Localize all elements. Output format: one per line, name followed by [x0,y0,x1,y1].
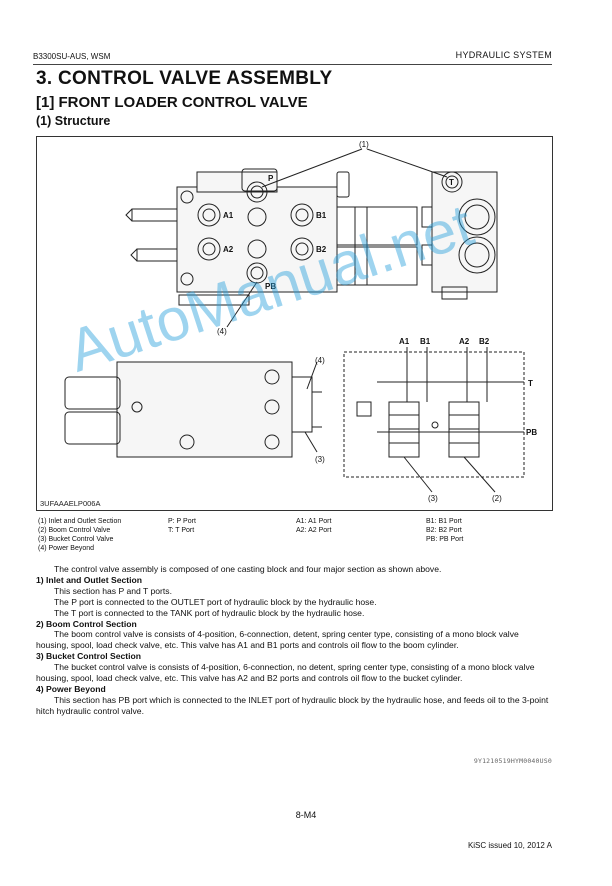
bucket-paragraph: The bucket control valve is consists of … [36,662,535,684]
schem-A2: A2 [459,337,470,346]
port-label-T: T [449,178,454,187]
manual-code: B3300SU-AUS, WSM [33,52,111,61]
inlet-outlet-line-1: This section has P and T ports. [54,585,172,596]
port-label-PB: PB [265,282,276,291]
boom-paragraph: The boom control valve is consists of 4-… [36,629,519,651]
legend-item-3: (3) Bucket Control Valve [38,536,114,543]
callout-2-schem: (2) [492,494,502,503]
schem-B2: B2 [479,337,490,346]
legend-A2: A2: A2 Port [296,527,332,534]
figure-id: 3UFAAAELP006A [40,499,101,508]
side-view: (4) (3) [64,356,325,464]
page-title: 3. CONTROL VALVE ASSEMBLY [36,68,333,89]
legend-B2: B2: B2 Port [426,527,462,534]
header-rule [33,64,552,65]
callout-4-top: (4) [217,327,227,336]
schem-B1: B1 [420,337,431,346]
legend-T: T: T Port [168,527,195,534]
section-name: HYDRAULIC SYSTEM [455,50,552,60]
legend-item-4: (4) Power Beyond [38,545,95,552]
port-label-P: P [268,174,274,183]
legend-P: P: P Port [168,518,196,525]
schematic-lines: A1 B1 A2 B2 T PB (3) (2) [356,337,537,503]
top-view: (1) (4) P T A1 B1 A2 B2 PB [125,140,498,336]
bucket-heading: 3) Bucket Control Section [36,651,142,662]
schem-T: T [528,379,533,388]
valve-drawing: (1) (4) P T A1 B1 A2 B2 PB (4) (3) [64,140,537,503]
callout-3-side: (3) [315,455,325,464]
footer-issue: KiSC issued 10, 2012 A [467,841,552,850]
structure-figure: (1) (4) P T A1 B1 A2 B2 PB (4) (3) [36,136,553,511]
power-beyond-paragraph: This section has PB port which is connec… [36,694,549,716]
hydraulic-schematic [343,351,525,478]
port-label-A2: A2 [223,245,234,254]
schem-A1: A1 [399,337,410,346]
schem-PB: PB [526,428,537,437]
callout-1-top: (1) [359,140,369,149]
page-number: 8-M4 [295,810,317,820]
port-label-B1: B1 [316,211,327,220]
port-label-B2: B2 [316,245,327,254]
page-header: B3300SU-AUS, WSM HYDRAULIC SYSTEM [33,50,552,64]
port-label-A1: A1 [223,211,234,220]
description-text: The control valve assembly is composed o… [36,564,552,717]
power-beyond-heading: 4) Power Beyond [36,683,106,694]
boom-heading: 2) Boom Control Section [36,618,137,629]
callout-4-side: (4) [315,356,325,365]
callout-3-schem: (3) [428,494,438,503]
legend-PB: PB: PB Port [426,536,464,543]
legend-item-1: (1) Inlet and Outlet Section [38,518,122,525]
legend-A1: A1: A1 Port [296,518,332,525]
legend-item-2: (2) Boom Control Valve [38,527,111,534]
legend-B1: B1: B1 Port [426,518,462,525]
reference-code: 9Y1210519HYM0040US0 [473,757,552,765]
inlet-outlet-line-2: The P port is connected to the OUTLET po… [54,596,377,607]
subsection-title: (1) Structure [36,114,111,128]
intro-paragraph: The control valve assembly is composed o… [54,564,442,574]
inlet-outlet-heading: 1) Inlet and Outlet Section [36,574,142,585]
section-title: [1] FRONT LOADER CONTROL VALVE [36,94,308,111]
inlet-outlet-line-3: The T port is connected to the TANK port… [54,607,365,618]
